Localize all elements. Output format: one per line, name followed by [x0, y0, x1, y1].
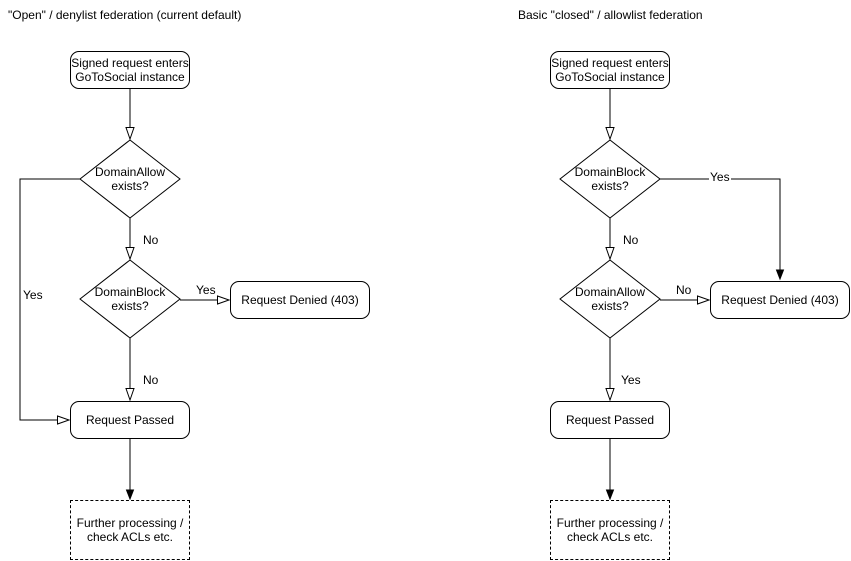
left-edge-label-yes-denied: Yes [195, 283, 217, 297]
left-decision1-diamond-shape [79, 139, 181, 219]
right-decision2-domainallow: DomainAllow exists? [574, 285, 646, 313]
left-edge-decision1-yes-loop [19, 178, 80, 425]
right-further-processing-node: Further processing / check ACLs etc. [550, 500, 670, 560]
right-decision2-diamond-shape [559, 259, 661, 339]
left-decision1-domainallow: DomainAllow exists? [94, 165, 166, 193]
left-request-denied-node: Request Denied (403) [230, 281, 370, 319]
right-edge-label-yes-denied: Yes [709, 170, 731, 184]
left-request-passed-node: Request Passed [70, 401, 190, 439]
right-edge-decision1-yes [660, 178, 785, 281]
left-start-node: Signed request enters GoToSocial instanc… [70, 51, 190, 89]
right-edge-label-yes-passed: Yes [620, 373, 642, 387]
right-diagram-title: Basic "closed" / allowlist federation [518, 8, 703, 22]
left-edge-label-no-1: No [142, 233, 160, 247]
right-edge-label-no-1: No [622, 233, 640, 247]
right-request-passed-node: Request Passed [550, 401, 670, 439]
left-diagram-title: "Open" / denylist federation (current de… [8, 8, 242, 22]
left-decision2-diamond-shape [79, 259, 181, 339]
right-start-node: Signed request enters GoToSocial instanc… [550, 51, 670, 89]
right-decision1-diamond-shape [559, 139, 661, 219]
right-edge-label-no-denied: No [675, 283, 693, 297]
left-edge-label-no-2: No [142, 373, 160, 387]
right-decision1-domainblock: DomainBlock exists? [574, 165, 646, 193]
left-decision2-domainblock: DomainBlock exists? [94, 285, 166, 313]
right-request-denied-node: Request Denied (403) [710, 281, 850, 319]
left-further-processing-node: Further processing / check ACLs etc. [70, 500, 190, 560]
left-edge-label-yes-loop: Yes [22, 288, 44, 302]
